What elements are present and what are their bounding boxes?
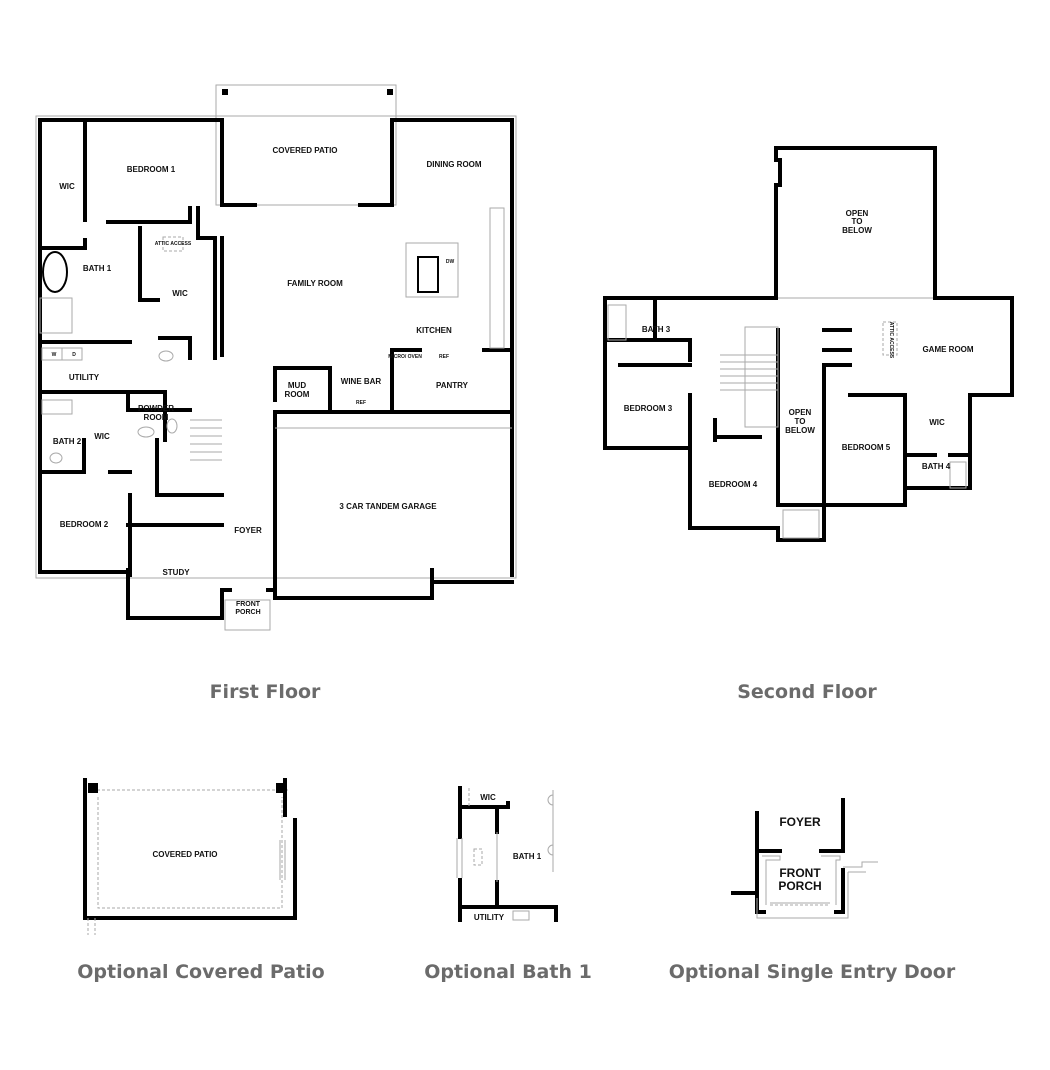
room-label-front-porch-2: PORCH bbox=[778, 879, 821, 893]
optional-bath-1-plan: WIC BATH 1 UTILITY bbox=[456, 786, 558, 922]
ref-label: REF bbox=[356, 400, 366, 406]
room-label-kitchen: KITCHEN bbox=[416, 326, 452, 335]
room-label-foyer: FOYER bbox=[779, 815, 821, 829]
patio-column bbox=[387, 89, 393, 95]
room-label-open-to-below-2: TO bbox=[852, 217, 863, 226]
room-label-utility: UTILITY bbox=[474, 913, 505, 922]
ref-label: REF bbox=[439, 354, 449, 360]
room-label-bedroom-2: BEDROOM 2 bbox=[60, 520, 109, 529]
room-label-bedroom-5: BEDROOM 5 bbox=[842, 443, 891, 452]
room-label-bedroom-1: BEDROOM 1 bbox=[127, 165, 176, 174]
room-label-open-to-below: OPEN bbox=[789, 408, 812, 417]
room-label-mud-room: MUD bbox=[288, 381, 306, 390]
second-floor-plan bbox=[603, 146, 1014, 542]
washer-label: W bbox=[52, 352, 57, 358]
room-label-front-porch-2: PORCH bbox=[235, 609, 260, 616]
room-label-wine-bar: WINE BAR bbox=[341, 377, 382, 386]
room-label-bath-3: BATH 3 bbox=[642, 325, 671, 334]
room-label-open-to-below-2: TO bbox=[795, 417, 806, 426]
room-label-bath-2: BATH 2 bbox=[53, 437, 82, 446]
micro-oven-label: MICRO/ OVEN bbox=[388, 354, 422, 360]
room-label-study: STUDY bbox=[162, 568, 190, 577]
room-label-game-room: GAME ROOM bbox=[922, 345, 973, 354]
room-label-bath-4: BATH 4 bbox=[922, 462, 951, 471]
attic-access-label: ATTIC ACCESS bbox=[888, 322, 894, 359]
room-label-wic: WIC bbox=[480, 793, 496, 802]
room-label-open-to-below-3: BELOW bbox=[842, 226, 872, 235]
room-label-powder-room: POWDER bbox=[138, 404, 174, 413]
room-label-family-room: FAMILY ROOM bbox=[287, 279, 343, 288]
room-label-covered-patio: COVERED PATIO bbox=[272, 146, 337, 155]
room-label-utility: UTILITY bbox=[69, 373, 100, 382]
first-floor-labels: COVERED PATIO BEDROOM 1 WIC DINING ROOM … bbox=[52, 146, 482, 616]
attic-access-label: ATTIC ACCESS bbox=[155, 241, 192, 247]
room-label-dining-room: DINING ROOM bbox=[426, 160, 481, 169]
caption-first-floor: First Floor bbox=[210, 681, 321, 703]
first-floor-plan bbox=[35, 84, 517, 631]
room-label-garage: 3 CAR TANDEM GARAGE bbox=[339, 502, 437, 511]
room-label-bedroom-3: BEDROOM 3 bbox=[624, 404, 673, 413]
optional-single-entry-plan: FOYER FRONT PORCH bbox=[731, 798, 878, 919]
room-label-powder-room-2: ROOM bbox=[144, 413, 169, 422]
room-label-bath-1: BATH 1 bbox=[83, 264, 112, 273]
room-label-bath-1: BATH 1 bbox=[513, 852, 542, 861]
room-label-wic: WIC bbox=[94, 432, 110, 441]
room-label-wic: WIC bbox=[929, 418, 945, 427]
second-floor-labels: OPEN TO BELOW BATH 3 ATTIC ACCESS GAME R… bbox=[624, 209, 974, 489]
caption-optional-bath-1: Optional Bath 1 bbox=[424, 961, 592, 983]
room-label-open-to-below-3: BELOW bbox=[785, 426, 815, 435]
room-label-front-porch: FRONT bbox=[236, 601, 261, 608]
caption-second-floor: Second Floor bbox=[737, 681, 877, 703]
dishwasher-label: DW bbox=[446, 259, 455, 265]
dryer-label: D bbox=[72, 352, 76, 358]
room-label-pantry: PANTRY bbox=[436, 381, 469, 390]
room-label-bedroom-4: BEDROOM 4 bbox=[709, 480, 758, 489]
room-label-wic: WIC bbox=[172, 289, 188, 298]
patio-column bbox=[222, 89, 228, 95]
optional-covered-patio-plan: COVERED PATIO bbox=[83, 778, 297, 935]
caption-optional-covered-patio: Optional Covered Patio bbox=[77, 961, 325, 983]
room-label-covered-patio: COVERED PATIO bbox=[152, 850, 217, 859]
room-label-open-to-below: OPEN bbox=[846, 209, 869, 218]
room-label-foyer: FOYER bbox=[234, 526, 262, 535]
caption-optional-single-entry-door: Optional Single Entry Door bbox=[669, 961, 956, 983]
room-label-wic: WIC bbox=[59, 182, 75, 191]
room-label-mud-room-2: ROOM bbox=[285, 390, 310, 399]
room-label-front-porch: FRONT bbox=[779, 866, 821, 880]
